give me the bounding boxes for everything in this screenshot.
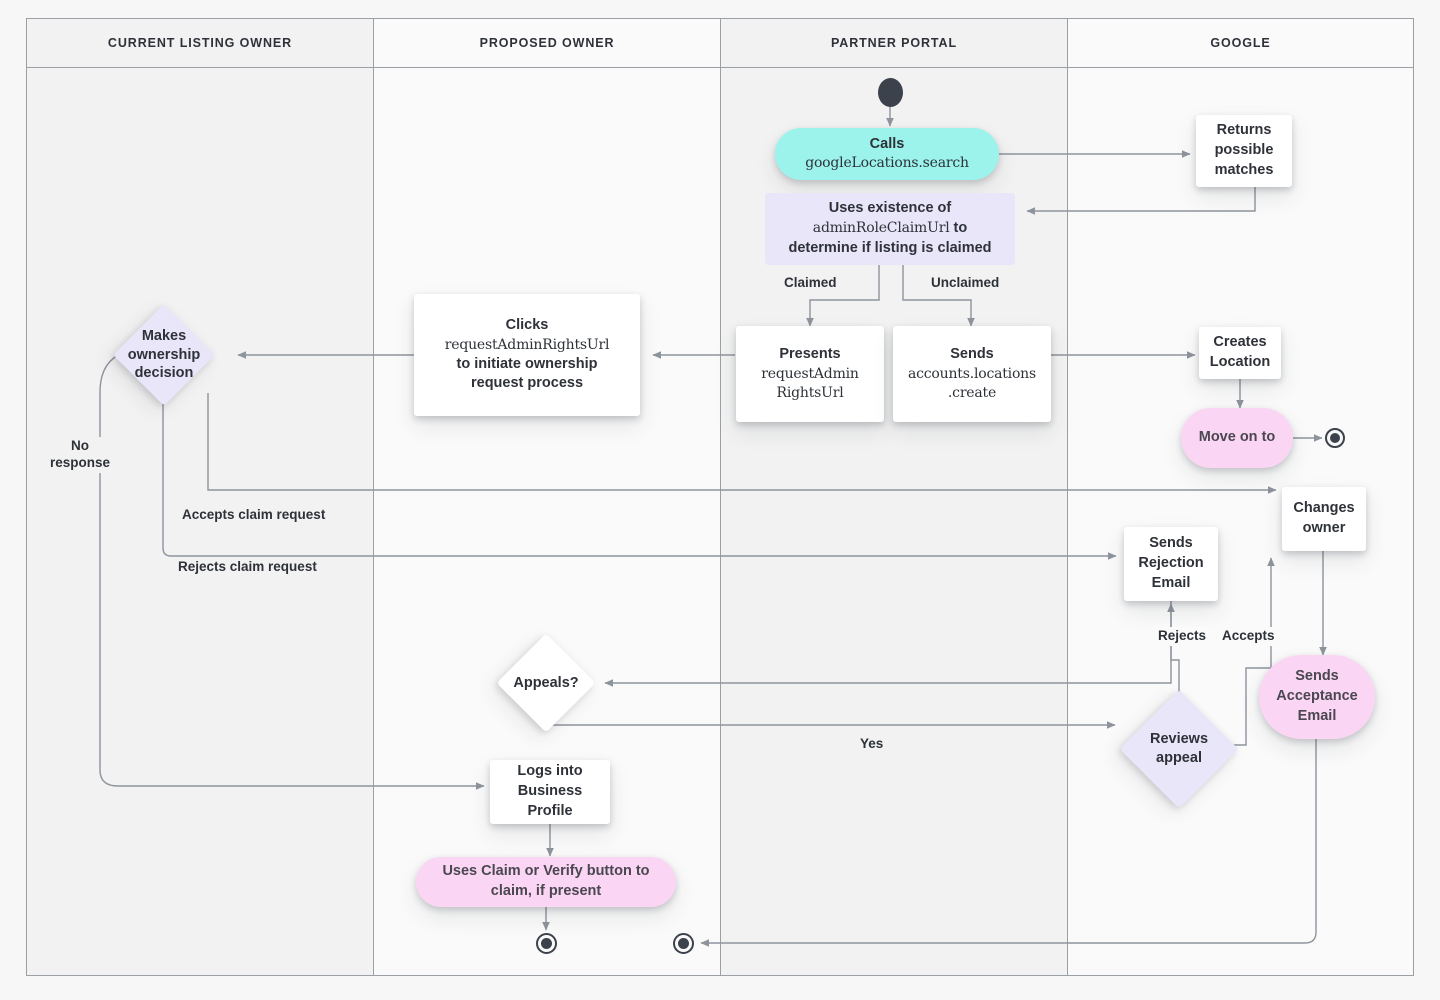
edge-decision-accepts-to-changesowner [207, 393, 1277, 494]
node-code-token: adminRoleClaimUrl [812, 220, 950, 237]
end-node-partner-portal [673, 933, 694, 954]
node-reviews-appeal[interactable]: Reviews appeal [1119, 689, 1239, 809]
edge-appeals-yes-to-reviewsappeal [551, 712, 1116, 729]
lane-header-label: PROPOSED OWNER [479, 36, 615, 50]
edge-returns-to-uses [1026, 186, 1256, 215]
node-sends-acceptance-email[interactable]: Sends Acceptance Email [1259, 655, 1375, 739]
lane-header-proposed-owner: PROPOSED OWNER [373, 18, 720, 68]
node-line-2-tail: to [949, 220, 968, 237]
edge-label-rejects-claim-request: Rejects claim request [175, 558, 320, 577]
edge-uses-to-sends-create [902, 265, 975, 327]
node-line-2: requestAdminRightsUrl [444, 336, 610, 353]
node-line-3: determine if listing is claimed [788, 239, 992, 256]
node-line-1: Clicks [505, 316, 549, 333]
lane-header-partner-portal: PARTNER PORTAL [720, 18, 1067, 68]
edge-acceptanceemail-to-end-partner [700, 733, 1317, 947]
node-line-2: googleLocations.search [805, 155, 969, 172]
node-makes-ownership-decision[interactable]: Makes ownership decision [113, 304, 215, 406]
node-text: Changes owner [1293, 500, 1355, 536]
node-move-on-to[interactable]: Move on to [1181, 408, 1293, 468]
node-line-1: Uses Claim or Verify button to [442, 863, 650, 880]
start-node-partner-portal [878, 78, 903, 107]
node-text: Makes ownership decision [127, 327, 201, 382]
node-calls-googlelocations-search[interactable]: Calls googleLocations.search [775, 128, 999, 180]
node-appeals[interactable]: Appeals? [496, 633, 596, 733]
node-text: Reviews appeal [1149, 731, 1209, 766]
end-node-inner-dot [1330, 433, 1340, 443]
edge-label-claimed: Claimed [781, 274, 840, 293]
lane-header-google: GOOGLE [1067, 18, 1414, 68]
lane-header-label: CURRENT LISTING OWNER [107, 36, 293, 50]
edge-label-yes: Yes [857, 735, 887, 754]
node-line-2: adminRoleClaimUrl to [813, 219, 967, 239]
node-uses-existence-of-adminroleclaimurl[interactable]: Uses existence of adminRoleClaimUrl to d… [765, 193, 1015, 265]
node-text: Sends Acceptance Email [1276, 668, 1358, 724]
edge-label-accepts-claim-request: Accepts claim request [179, 506, 329, 525]
node-sends-rejection-email[interactable]: Sends Rejection Email [1124, 527, 1218, 601]
lane-header-current-listing-owner: CURRENT LISTING OWNER [26, 18, 373, 68]
node-text: Creates Location [1209, 334, 1271, 370]
node-line-1: Presents [779, 346, 841, 363]
node-presents-requestadminrightsurl[interactable]: Presents requestAdmin RightsUrl [736, 326, 884, 422]
node-line-4: request process [470, 375, 584, 392]
lane-body-proposed-owner [373, 68, 720, 976]
node-text: Appeals? [513, 674, 579, 691]
end-node-proposed-owner [536, 933, 557, 954]
node-line-2: requestAdmin [761, 365, 859, 382]
node-line-2: claim, if present [490, 883, 602, 899]
node-text: Sends Rejection Email [1138, 535, 1204, 591]
node-line-1: Uses existence of [828, 200, 952, 217]
node-creates-location[interactable]: Creates Location [1199, 327, 1281, 379]
edge-label-no-response: No response [40, 437, 120, 473]
node-clicks-requestadminrightsurl[interactable]: Clicks requestAdminRightsUrl to initiate… [414, 294, 640, 416]
node-changes-owner[interactable]: Changes owner [1282, 487, 1366, 551]
node-returns-possible-matches[interactable]: Returns possible matches [1196, 115, 1292, 187]
node-line-3: .create [947, 384, 997, 401]
edge-label-unclaimed: Unclaimed [928, 274, 1003, 293]
node-line-3: to initiate ownership [456, 355, 598, 372]
edge-label-rejects: Rejects [1155, 627, 1210, 646]
end-node-google [1325, 428, 1345, 448]
lane-header-label: PARTNER PORTAL [830, 36, 958, 50]
edge-uses-to-presents [806, 265, 880, 327]
edge-rejectionemail-to-appeals [604, 600, 1172, 687]
node-text: Logs into Business Profile [517, 763, 583, 819]
node-line-1: Calls [869, 135, 905, 152]
edge-label-accepts: Accepts [1219, 627, 1278, 646]
node-line-2: accounts.locations [908, 365, 1036, 382]
node-text: Returns possible matches [1214, 122, 1274, 178]
lane-header-label: GOOGLE [1210, 36, 1271, 50]
node-uses-claim-or-verify-button[interactable]: Uses Claim or Verify button to claim, if… [416, 857, 676, 907]
edge-decision-rejects-to-rejectionemail [162, 393, 1117, 560]
node-sends-accounts-locations-create[interactable]: Sends accounts.locations .create [893, 326, 1051, 422]
node-line-1: Sends [950, 346, 994, 363]
node-line-3: RightsUrl [776, 384, 844, 401]
end-node-inner-dot [678, 938, 689, 949]
node-text: Move on to [1198, 429, 1276, 446]
end-node-inner-dot [541, 938, 552, 949]
node-logs-into-business-profile[interactable]: Logs into Business Profile [490, 760, 610, 824]
